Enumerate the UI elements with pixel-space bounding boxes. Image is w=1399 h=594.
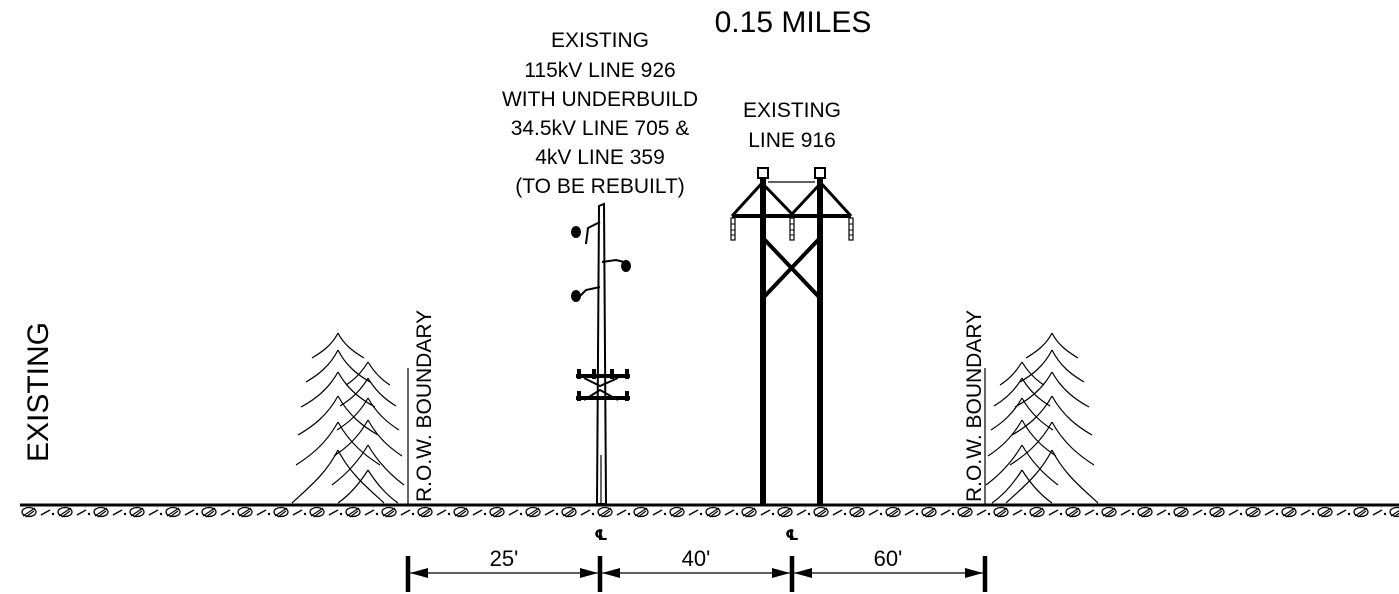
ground [20, 503, 1399, 519]
pole-label-line: WITH UNDERBUILD [502, 88, 698, 111]
centerline-symbol-pole: ℄ [594, 527, 607, 544]
pole-label-line: 115kV LINE 926 [524, 59, 675, 82]
pole-label-line: (TO BE REBUILT) [515, 175, 685, 198]
wood-pole [571, 202, 631, 505]
tower-label-line: LINE 916 [748, 129, 836, 152]
drawing-title: 0.15 MILES [715, 6, 872, 39]
insulator-icon [730, 217, 854, 241]
pole-label: EXISTING 115kV LINE 926 WITH UNDERBUILD … [502, 29, 698, 198]
tree-icon [291, 332, 385, 504]
tree-icon [331, 361, 405, 504]
row-boundary-label-left: R.O.W. BOUNDARY [413, 310, 436, 502]
insulator-icon [577, 369, 629, 401]
side-label: EXISTING [22, 322, 55, 462]
tower-label-line: EXISTING [743, 99, 841, 122]
steel-tower [730, 167, 854, 504]
dimension-label: 40' [682, 546, 711, 571]
pole-label-line: EXISTING [551, 29, 649, 52]
pole-label-line: 4kV LINE 359 [535, 146, 665, 169]
dimension-lines [405, 556, 988, 592]
insulator-icon [571, 226, 631, 302]
row-boundary-label-right: R.O.W. BOUNDARY [963, 310, 986, 502]
centerline-symbol-tower: ℄ [785, 527, 798, 544]
tree-icon [985, 361, 1059, 504]
tree-icon [1005, 332, 1099, 504]
dimension-label: 25' [490, 546, 519, 571]
dimension-label: 60' [874, 546, 903, 571]
pole-label-line: 34.5kV LINE 705 & [511, 117, 690, 140]
tower-label: EXISTING LINE 916 [743, 99, 841, 152]
